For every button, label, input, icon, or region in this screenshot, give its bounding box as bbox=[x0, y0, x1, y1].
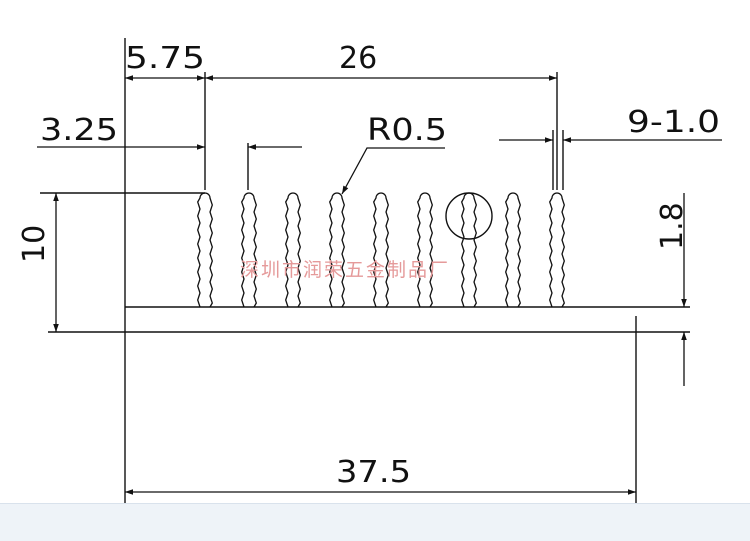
dim-fin-span-label: 26 bbox=[339, 41, 377, 76]
fin-1 bbox=[196, 192, 214, 308]
fin-5 bbox=[372, 192, 390, 308]
dim-width-label: 37.5 bbox=[336, 455, 411, 490]
dim-base-thickness-label: 1.8 bbox=[655, 202, 690, 250]
fin-4 bbox=[328, 192, 346, 308]
dim-fin-offset-label: 5.75 bbox=[125, 41, 205, 76]
dim-fin-thickness-label: 9-1.0 bbox=[627, 105, 720, 140]
fin-8 bbox=[504, 192, 522, 308]
heatsink-drawing: 深圳市润荣五金制品厂 5.75 26 3.25 R0.5 9-1.0 10 1.… bbox=[17, 38, 722, 503]
dim-radius-label: R0.5 bbox=[367, 113, 447, 148]
dim-edge-gap-label: 3.25 bbox=[40, 113, 118, 148]
fin-6 bbox=[416, 192, 434, 308]
fin-9 bbox=[548, 192, 566, 308]
fin-3 bbox=[284, 192, 302, 308]
dim-height-label: 10 bbox=[17, 225, 52, 263]
fin-7 bbox=[460, 192, 478, 308]
watermark-text: 深圳市润荣五金制品厂 bbox=[240, 259, 450, 281]
dim-radius-leader bbox=[341, 147, 445, 195]
detail-circle bbox=[445, 192, 493, 240]
bottom-bar bbox=[0, 503, 750, 541]
fin-2 bbox=[240, 192, 258, 308]
fin-group bbox=[196, 192, 566, 308]
